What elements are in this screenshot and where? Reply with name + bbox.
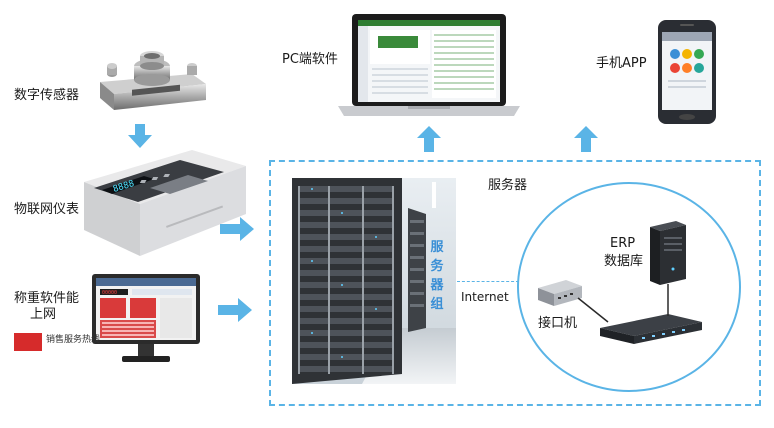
- internet-link-line: [457, 281, 519, 282]
- pc-software-label: PC端软件: [282, 52, 338, 67]
- line-interface-to-switch: [577, 297, 609, 323]
- weighing-software-label-line2: 上网: [30, 307, 57, 322]
- server-group-char: 务: [430, 259, 444, 274]
- server-group-char: 组: [430, 297, 444, 312]
- arrow-right-icon: [218, 298, 252, 322]
- load-cell-sensor-icon: [92, 44, 212, 116]
- arrow-right-icon: [220, 217, 254, 241]
- svg-text:00000: 00000: [102, 290, 117, 296]
- server-group-char: 服: [430, 240, 444, 255]
- server-rack-photo-icon: [292, 178, 456, 384]
- arrow-down-icon: [128, 124, 152, 148]
- erp-label-line2: 数据库: [604, 254, 644, 269]
- arrow-up-icon: [574, 126, 598, 152]
- arrow-up-icon: [417, 126, 441, 152]
- internet-label: Internet: [461, 290, 509, 304]
- iot-meter-label: 物联网仪表: [14, 202, 80, 217]
- server-group-char: 器: [430, 278, 444, 293]
- erp-network-circle: [517, 182, 741, 392]
- laptop-icon: [338, 14, 520, 116]
- server-group-label: 服 务 器 组: [428, 238, 446, 314]
- interface-machine-label: 接口机: [538, 316, 578, 331]
- smartphone-icon: [658, 20, 716, 124]
- interface-box-icon: [536, 278, 584, 308]
- erp-label-line1: ERP: [610, 236, 636, 251]
- tower-server-icon: [648, 221, 688, 285]
- monitor-software-icon: 00000: [92, 274, 200, 366]
- server-title: 服务器: [488, 178, 528, 193]
- weighing-software-label-line1: 称重软件能: [14, 291, 80, 306]
- weighing-indicator-icon: 8888: [80, 148, 250, 260]
- sales-service-label: 销售服务热线: [46, 335, 101, 345]
- network-switch-icon: [598, 310, 704, 346]
- sensor-label: 数字传感器: [14, 88, 80, 103]
- server-area-box: [269, 160, 761, 406]
- sales-badge-icon: [14, 333, 42, 351]
- mobile-app-label: 手机APP: [596, 56, 647, 71]
